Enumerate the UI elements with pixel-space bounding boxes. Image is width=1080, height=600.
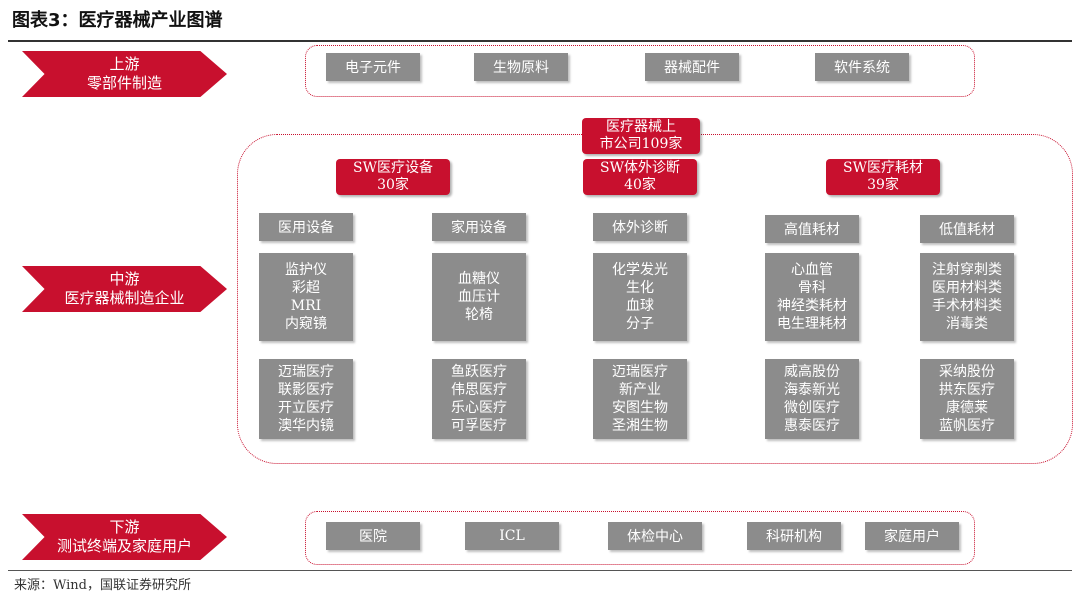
- downstream-label-line1: 下游: [109, 518, 140, 536]
- company-item: 鱼跃医疗: [451, 364, 507, 380]
- product-item: 血球: [626, 298, 654, 314]
- company-item: 拱东医疗: [939, 382, 995, 398]
- product-item: 医用材料类: [932, 280, 1002, 296]
- company-item: 伟思医疗: [451, 382, 507, 398]
- downstream-arrow-label: 下游 测试终端及家庭用户: [22, 514, 227, 560]
- figure-title: 图表3：医疗器械产业图谱: [12, 10, 223, 31]
- company-item: 威高股份: [784, 364, 840, 380]
- product-item: 血压计: [458, 289, 500, 305]
- company-list: 采纳股份 拱东医疗 康德莱 蓝帆医疗: [920, 359, 1014, 439]
- upstream-item: 器械配件: [645, 53, 739, 81]
- company-item: 联影医疗: [278, 382, 334, 398]
- sector-box-medical-equipment: SW医疗设备 30家: [336, 159, 450, 195]
- downstream-label-line2: 测试终端及家庭用户: [56, 537, 192, 555]
- company-item: 开立医疗: [278, 400, 334, 416]
- midstream-label-line2: 医疗器械制造企业: [64, 289, 185, 307]
- product-item: 监护仪: [285, 262, 327, 278]
- company-list: 鱼跃医疗 伟思医疗 乐心医疗 可孚医疗: [432, 359, 526, 439]
- sector-line2: 40家: [624, 177, 656, 193]
- product-list: 注射穿刺类 医用材料类 手术材料类 消毒类: [920, 253, 1014, 341]
- title-divider: [8, 40, 1072, 42]
- company-item: 微创医疗: [784, 400, 840, 416]
- product-item: 血糖仪: [458, 271, 500, 287]
- company-item: 海泰新光: [784, 382, 840, 398]
- sector-line1: SW体外诊断: [600, 160, 680, 176]
- source-divider: [8, 570, 1072, 571]
- company-item: 迈瑞医疗: [278, 364, 334, 380]
- company-item: 迈瑞医疗: [612, 364, 668, 380]
- company-item: 圣湘生物: [612, 418, 668, 434]
- downstream-item: ICL: [465, 522, 559, 550]
- product-item: 生化: [626, 280, 654, 296]
- category-header: 低值耗材: [920, 215, 1014, 243]
- product-item: MRI: [290, 298, 322, 314]
- product-item: 电生理耗材: [777, 316, 847, 332]
- product-item: 神经类耗材: [777, 298, 847, 314]
- product-item: 注射穿刺类: [932, 262, 1002, 278]
- product-item: 分子: [626, 316, 654, 332]
- sector-box-consumables: SW医疗耗材 39家: [826, 159, 940, 195]
- product-list: 监护仪 彩超 MRI 内窥镜: [259, 253, 353, 341]
- downstream-item: 家庭用户: [865, 522, 959, 550]
- product-item: 轮椅: [465, 307, 493, 323]
- company-item: 澳华内镜: [278, 418, 334, 434]
- sector-box-ivd: SW体外诊断 40家: [583, 159, 697, 195]
- downstream-item: 科研机构: [747, 522, 841, 550]
- product-item: 消毒类: [946, 316, 988, 332]
- company-list: 威高股份 海泰新光 微创医疗 惠泰医疗: [765, 359, 859, 439]
- company-item: 康德莱: [946, 400, 988, 416]
- company-list: 迈瑞医疗 新产业 安图生物 圣湘生物: [593, 359, 687, 439]
- midstream-label-line1: 中游: [109, 270, 140, 288]
- downstream-item: 医院: [326, 522, 420, 550]
- upstream-item: 电子元件: [326, 53, 420, 81]
- listed-companies-total-box: 医疗器械上 市公司109家: [582, 118, 700, 154]
- company-item: 蓝帆医疗: [939, 418, 995, 434]
- product-item: 彩超: [292, 280, 320, 296]
- company-item: 安图生物: [612, 400, 668, 416]
- product-item: 心血管: [791, 262, 833, 278]
- midstream-arrow-label: 中游 医疗器械制造企业: [22, 266, 227, 312]
- total-box-line1: 医疗器械上: [606, 119, 676, 135]
- product-item: 化学发光: [612, 262, 668, 278]
- category-header: 体外诊断: [593, 213, 687, 241]
- category-header: 家用设备: [432, 213, 526, 241]
- upstream-container: [305, 45, 975, 97]
- sector-line1: SW医疗耗材: [843, 160, 923, 176]
- upstream-item: 软件系统: [815, 53, 909, 81]
- product-item: 手术材料类: [932, 298, 1002, 314]
- category-header: 医用设备: [259, 213, 353, 241]
- sector-line2: 30家: [377, 177, 409, 193]
- product-item: 内窥镜: [285, 316, 327, 332]
- company-item: 乐心医疗: [451, 400, 507, 416]
- company-item: 惠泰医疗: [784, 418, 840, 434]
- downstream-container: [305, 511, 975, 565]
- upstream-arrow-label: 上游 零部件制造: [22, 51, 227, 97]
- upstream-label-line1: 上游: [109, 55, 140, 73]
- company-item: 采纳股份: [939, 364, 995, 380]
- product-list: 心血管 骨科 神经类耗材 电生理耗材: [765, 253, 859, 341]
- company-item: 可孚医疗: [451, 418, 507, 434]
- category-header: 高值耗材: [765, 215, 859, 243]
- upstream-label-line2: 零部件制造: [86, 74, 162, 92]
- company-list: 迈瑞医疗 联影医疗 开立医疗 澳华内镜: [259, 359, 353, 439]
- downstream-item: 体检中心: [608, 522, 702, 550]
- sector-line2: 39家: [867, 177, 899, 193]
- product-list: 血糖仪 血压计 轮椅: [432, 253, 526, 341]
- source-note: 来源：Wind，国联证券研究所: [14, 578, 191, 593]
- company-item: 新产业: [619, 382, 661, 398]
- product-list: 化学发光 生化 血球 分子: [593, 253, 687, 341]
- product-item: 骨科: [798, 280, 826, 296]
- sector-line1: SW医疗设备: [353, 160, 433, 176]
- upstream-item: 生物原料: [474, 53, 568, 81]
- total-box-line2: 市公司109家: [599, 136, 683, 152]
